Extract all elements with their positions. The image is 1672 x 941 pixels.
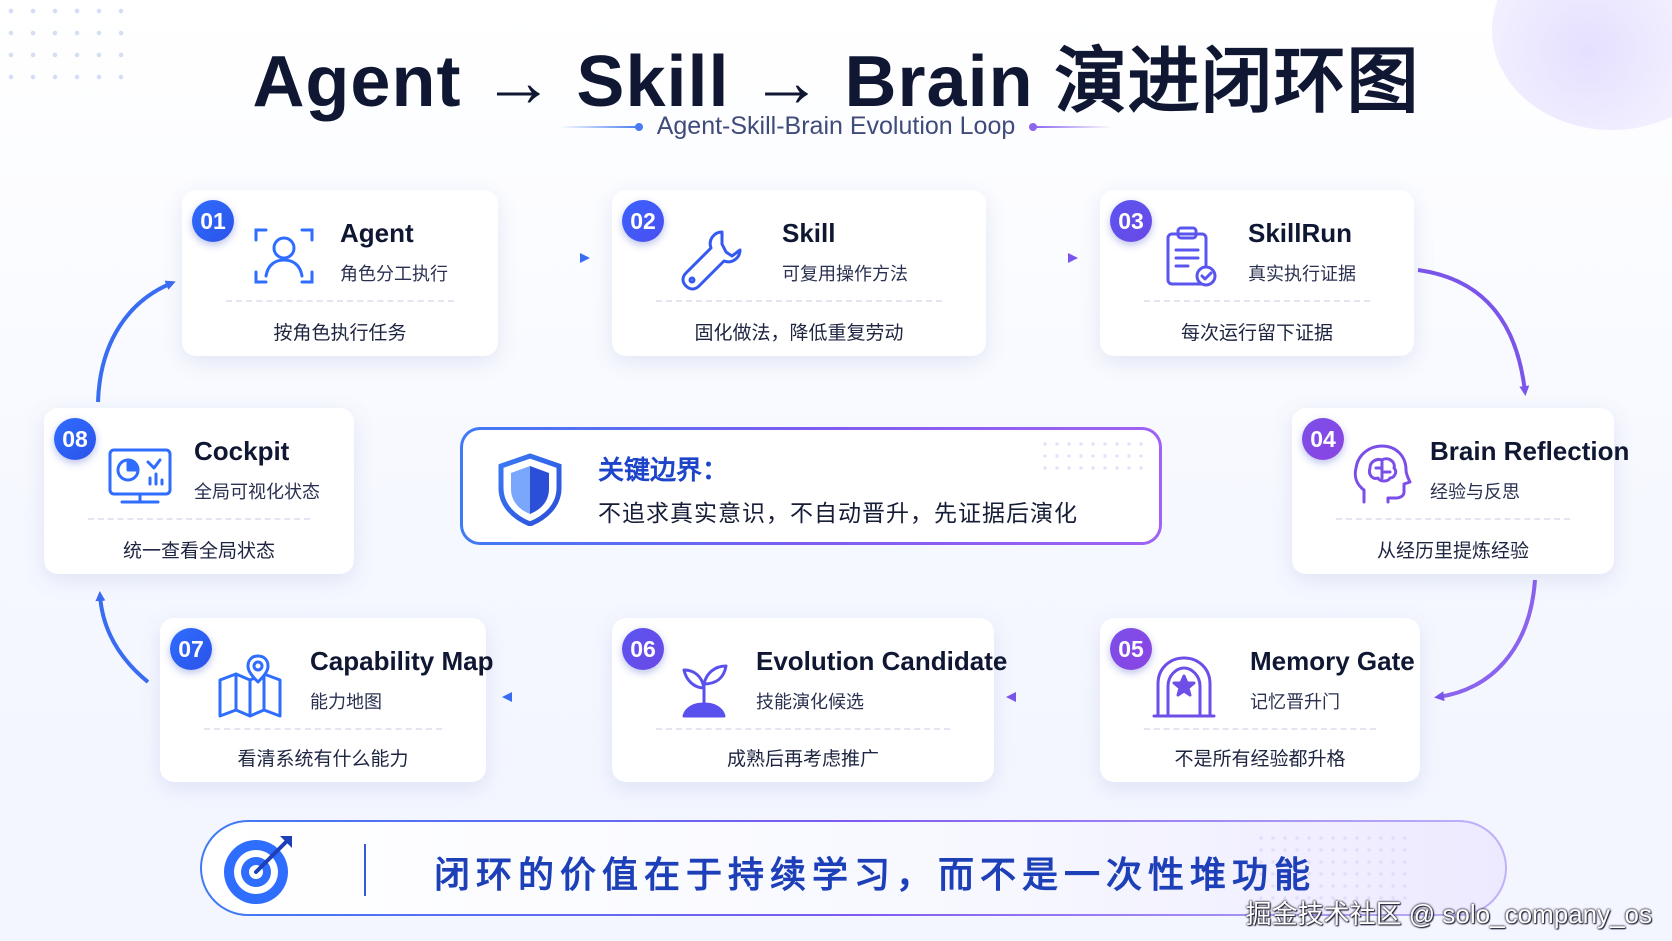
step-badge: 05 xyxy=(1110,628,1152,670)
step-description: 不是所有经验都升格 xyxy=(1174,749,1346,770)
star-gate-icon xyxy=(1148,652,1220,724)
bottom-banner-text: 闭环的价值在于持续学习，而不是一次性堆功能 xyxy=(434,854,1317,895)
subtitle-line-left xyxy=(558,122,643,131)
step-description: 每次运行留下证据 xyxy=(1180,323,1333,344)
step-description: 按角色执行任务 xyxy=(273,323,407,344)
bottom-banner: 闭环的价值在于持续学习，而不是一次性堆功能 xyxy=(200,820,1507,916)
step-description: 看清系统有什么能力 xyxy=(237,749,409,770)
dot-pattern-decoration xyxy=(0,0,140,90)
key-boundary-title: 关键边界： xyxy=(598,455,729,485)
card-divider xyxy=(204,728,442,730)
wrench-icon xyxy=(674,224,746,296)
brain-head-icon xyxy=(1344,438,1416,510)
user-focus-icon xyxy=(248,220,320,292)
step-card-agent[interactable]: 01 Agent 角色分工执行 按角色执行任务 xyxy=(182,190,498,356)
step-description: 固化做法，降低重复劳动 xyxy=(694,323,904,344)
arrow-07-08 xyxy=(95,591,150,684)
clipboard-check-icon xyxy=(1156,222,1228,294)
step-badge: 07 xyxy=(170,628,212,670)
step-badge: 08 xyxy=(54,418,96,460)
step-subtitle: 真实执行证据 xyxy=(1248,264,1356,284)
step-description: 统一查看全局状态 xyxy=(122,541,275,562)
dashboard-icon xyxy=(104,442,176,514)
step-subtitle: 技能演化候选 xyxy=(756,692,864,712)
step-card-capability-map[interactable]: 07 Capability Map 能力地图 看清系统有什么能力 xyxy=(160,618,493,782)
step-card-cockpit[interactable]: 08 Cockpit 全局可视化状态 统一查看全局状态 xyxy=(44,408,354,574)
watermark: 掘金技术社区 @ solo_company_os xyxy=(1245,899,1652,929)
step-badge: 03 xyxy=(1110,200,1152,242)
step-card-brain-reflection[interactable]: 04 Brain Reflection 经验与反思 从经历里提炼经验 xyxy=(1292,408,1629,574)
step-name: Brain Reflection xyxy=(1430,436,1630,466)
card-divider xyxy=(226,300,454,302)
step-card-evolution-candidate[interactable]: 06 Evolution Candidate 技能演化候选 成熟后再考虑推广 xyxy=(612,618,1007,782)
step-name: Evolution Candidate xyxy=(756,646,1008,676)
step-badge: 06 xyxy=(622,628,664,670)
step-subtitle: 经验与反思 xyxy=(1430,482,1520,502)
step-badge: 01 xyxy=(192,200,234,242)
arrow-08-01 xyxy=(96,280,176,403)
dot-pattern-decoration xyxy=(1255,832,1415,902)
step-badge: 02 xyxy=(622,200,664,242)
card-divider xyxy=(1144,300,1370,302)
card-divider xyxy=(1336,518,1570,520)
step-name: Skill xyxy=(782,218,836,248)
arrow-04-05 xyxy=(1434,579,1537,702)
map-pin-icon xyxy=(214,652,286,724)
step-subtitle: 能力地图 xyxy=(310,692,382,712)
card-divider xyxy=(656,728,950,730)
shield-icon xyxy=(495,452,565,527)
sprout-icon xyxy=(668,652,740,724)
step-card-skill[interactable]: 02 Skill 可复用操作方法 固化做法，降低重复劳动 xyxy=(612,190,986,356)
banner-separator xyxy=(364,844,366,896)
card-divider xyxy=(656,300,942,302)
step-name: Capability Map xyxy=(310,646,494,676)
step-subtitle: 角色分工执行 xyxy=(340,264,448,284)
step-description: 从经历里提炼经验 xyxy=(1376,541,1529,562)
step-subtitle: 记忆晋升门 xyxy=(1250,692,1340,712)
card-divider xyxy=(1144,728,1376,730)
page-subtitle: Agent-Skill-Brain Evolution Loop xyxy=(656,112,1016,140)
card-divider xyxy=(88,518,310,520)
step-subtitle: 全局可视化状态 xyxy=(194,482,320,502)
arrow-03-04 xyxy=(1417,268,1530,396)
step-name: Memory Gate xyxy=(1250,646,1415,676)
step-name: Cockpit xyxy=(194,436,290,466)
subtitle-row: Agent-Skill-Brain Evolution Loop xyxy=(0,112,1672,141)
step-card-skillrun[interactable]: 03 SkillRun 真实执行证据 每次运行留下证据 xyxy=(1100,190,1414,356)
step-subtitle: 可复用操作方法 xyxy=(782,264,908,284)
target-arrow-icon xyxy=(220,828,300,908)
dot-pattern-decoration xyxy=(1039,438,1149,478)
step-name: Agent xyxy=(340,218,414,248)
key-boundary-box: 关键边界： 不追求真实意识，不自动晋升，先证据后演化 xyxy=(460,427,1162,545)
page-title: Agent → Skill → Brain 演进闭环图 xyxy=(252,42,1420,122)
key-boundary-text: 不追求真实意识，不自动晋升，先证据后演化 xyxy=(598,500,1078,526)
step-name: SkillRun xyxy=(1248,218,1353,248)
step-card-memory-gate[interactable]: 05 Memory Gate 记忆晋升门 不是所有经验都升格 xyxy=(1100,618,1420,782)
subtitle-line-right xyxy=(1029,122,1114,131)
step-badge: 04 xyxy=(1302,418,1344,460)
step-description: 成熟后再考虑推广 xyxy=(726,749,879,770)
